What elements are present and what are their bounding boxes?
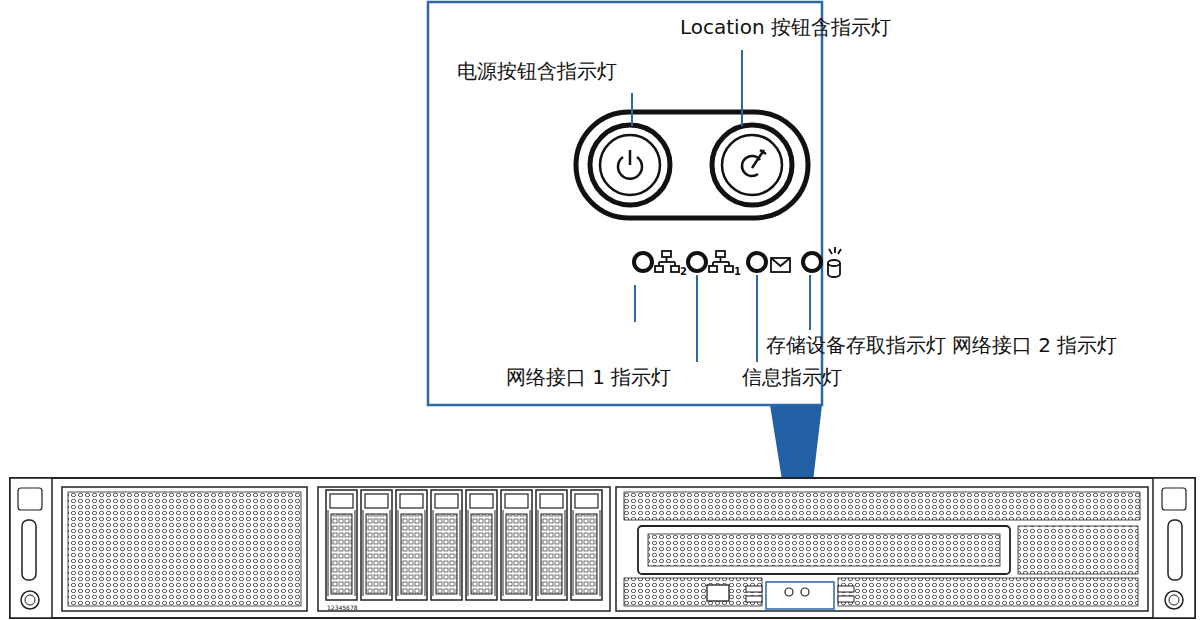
drive-bay [501,490,532,600]
drive-bay [396,490,427,600]
button-label: Location 按钮含指示灯 [680,16,891,39]
port-number: 1 [734,266,741,278]
indicator-label: 信息指示灯 [742,366,842,389]
button-panel [576,112,808,218]
leader-line [741,50,743,126]
drive-bay [326,490,357,600]
serial-label: 12345678 [327,605,358,612]
zoom-frame [428,2,822,405]
server-chassis [10,478,1195,618]
drive-bay [466,490,497,600]
message-icon [771,258,790,272]
button-label: 电源按钮含指示灯 [457,60,617,83]
drive-bays [326,490,602,600]
drive-bay [431,490,462,600]
storage-icon [828,247,841,277]
drive-bay [571,490,602,600]
port-number: 2 [680,266,687,278]
leader-line [631,93,633,126]
indicator-label: 存储设备存取指示灯 [766,334,946,357]
indicator-label: 网络接口 2 指示灯 [952,334,1117,357]
network-icon [655,251,679,272]
network-icon [709,251,733,272]
drive-bay [536,490,567,600]
indicator-label: 网络接口 1 指示灯 [506,366,671,389]
drive-bay [361,490,392,600]
